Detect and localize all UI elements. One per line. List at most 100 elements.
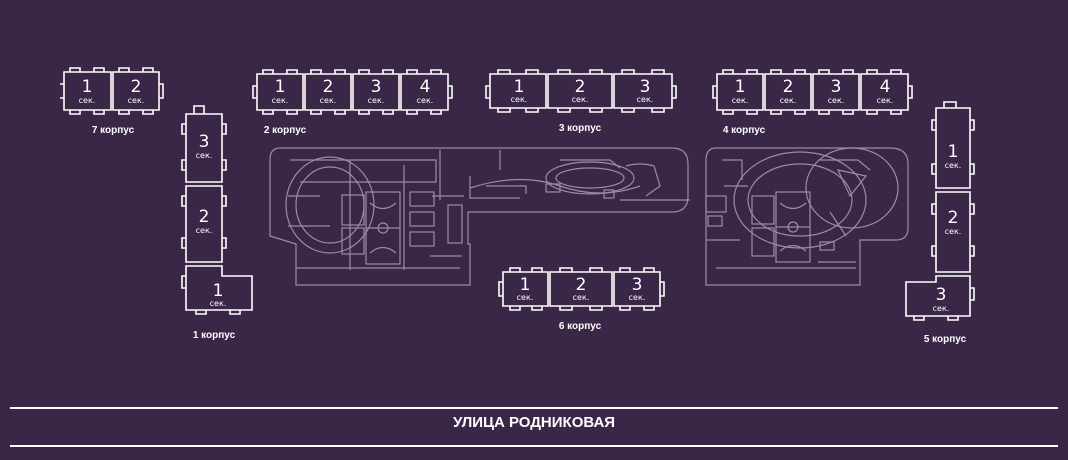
section-label: сек.	[572, 95, 589, 104]
building-4-section-4[interactable]: 4 сек.	[860, 69, 913, 115]
section-label: сек.	[210, 299, 227, 308]
section-outline	[181, 265, 253, 315]
section-number: 1	[275, 77, 286, 97]
building-1-section-2[interactable]: 2 сек.	[181, 185, 227, 263]
section-outline	[400, 69, 453, 115]
section-outline	[60, 67, 112, 115]
building-3-section-3[interactable]: 3 сек.	[613, 69, 677, 113]
section-label: сек.	[417, 96, 434, 105]
section-number: 3	[936, 285, 947, 305]
street-border-bottom	[10, 445, 1058, 447]
building-7-section-1[interactable]: 1 сек.	[60, 67, 112, 115]
building-label: 1 корпус	[193, 330, 236, 341]
section-outline	[549, 267, 613, 311]
section-label: сек.	[511, 95, 528, 104]
section-label: сек.	[196, 151, 213, 160]
building-2[interactable]: 1 сек. 2 сек. 3 сек. 4 сек. 2 корпус	[252, 69, 453, 136]
building-6-section-3[interactable]: 3 сек.	[613, 267, 665, 311]
building-3-section-1[interactable]: 1 сек.	[485, 69, 547, 113]
section-outline	[905, 275, 975, 321]
building-4-section-1[interactable]: 1 сек.	[712, 69, 764, 115]
section-outline	[498, 267, 549, 311]
section-number: 2	[575, 77, 586, 97]
section-number: 3	[632, 275, 643, 295]
street-border-top	[10, 407, 1058, 409]
section-outline	[485, 69, 547, 113]
section-number: 3	[831, 77, 842, 97]
section-outline	[252, 69, 304, 115]
building-2-section-2[interactable]: 2 сек.	[304, 69, 352, 115]
building-label: 7 корпус	[92, 125, 135, 136]
building-1-section-3[interactable]: 3 сек.	[181, 105, 227, 183]
section-outline	[181, 105, 227, 183]
building-label: 4 корпус	[723, 125, 766, 136]
section-number: 2	[131, 77, 142, 97]
building-7-section-2[interactable]: 2 сек.	[112, 67, 164, 115]
section-outline	[613, 69, 677, 113]
section-label: сек.	[196, 226, 213, 235]
section-label: сек.	[517, 293, 534, 302]
section-label: сек.	[828, 96, 845, 105]
building-7[interactable]: 1 сек. 2 сек. 7 корпус	[60, 67, 164, 136]
section-label: сек.	[780, 96, 797, 105]
section-number: 1	[948, 142, 959, 162]
building-2-section-4[interactable]: 4 сек.	[400, 69, 453, 115]
site-plan-map: 1 сек. 2 сек. 7 корпус 3 сек. 2 сек. 1 с…	[60, 67, 975, 345]
building-label: 6 корпус	[559, 321, 602, 332]
building-5[interactable]: 1 сек. 2 сек. 3 сек. 5 корпус	[905, 101, 975, 345]
building-6[interactable]: 1 сек. 2 сек. 3 сек. 6 корпус	[498, 267, 665, 332]
section-outline	[547, 69, 613, 113]
building-4-section-2[interactable]: 2 сек.	[764, 69, 812, 115]
section-outline	[764, 69, 812, 115]
building-label: 2 корпус	[264, 125, 307, 136]
section-label: сек.	[945, 227, 962, 236]
building-4-section-3[interactable]: 3 сек.	[812, 69, 860, 115]
section-number: 4	[880, 77, 891, 97]
building-3-section-2[interactable]: 2 сек.	[547, 69, 613, 113]
section-label: сек.	[320, 96, 337, 105]
section-number: 1	[520, 275, 531, 295]
building-1[interactable]: 3 сек. 2 сек. 1 сек. 1 корпус	[181, 105, 253, 341]
section-number: 3	[640, 77, 651, 97]
building-5-section-1[interactable]: 1 сек.	[931, 101, 975, 189]
section-outline	[931, 191, 975, 273]
building-1-section-1[interactable]: 1 сек.	[181, 265, 253, 315]
section-label: сек.	[573, 293, 590, 302]
section-outline	[931, 101, 975, 189]
section-number: 2	[576, 275, 587, 295]
building-2-section-3[interactable]: 3 сек.	[352, 69, 400, 115]
building-6-section-1[interactable]: 1 сек.	[498, 267, 549, 311]
section-outline	[613, 267, 665, 311]
section-number: 2	[323, 77, 334, 97]
building-5-section-2[interactable]: 2 сек.	[931, 191, 975, 273]
section-outline	[860, 69, 913, 115]
section-label: сек.	[368, 96, 385, 105]
section-number: 2	[199, 207, 210, 227]
section-outline	[181, 185, 227, 263]
section-number: 2	[783, 77, 794, 97]
building-4[interactable]: 1 сек. 2 сек. 3 сек. 4 сек. 4 корпус	[712, 69, 913, 136]
section-label: сек.	[79, 96, 96, 105]
section-number: 1	[213, 281, 224, 301]
section-outline	[304, 69, 352, 115]
building-3[interactable]: 1 сек. 2 сек. 3 сек. 3 корпус	[485, 69, 677, 134]
section-number: 3	[371, 77, 382, 97]
section-number: 2	[948, 208, 959, 228]
street-name: УЛИЦА РОДНИКОВАЯ	[452, 414, 616, 431]
section-number: 1	[735, 77, 746, 97]
section-label: сек.	[128, 96, 145, 105]
section-number: 4	[420, 77, 431, 97]
section-label: сек.	[732, 96, 749, 105]
section-label: сек.	[933, 304, 950, 313]
section-number: 3	[199, 132, 210, 152]
building-2-section-1[interactable]: 1 сек.	[252, 69, 304, 115]
section-outline	[812, 69, 860, 115]
section-outline	[112, 67, 164, 115]
section-label: сек.	[629, 293, 646, 302]
building-5-section-3[interactable]: 3 сек.	[905, 275, 975, 321]
section-label: сек.	[272, 96, 289, 105]
building-label: 5 корпус	[924, 334, 967, 345]
building-6-section-2[interactable]: 2 сек.	[549, 267, 613, 311]
section-label: сек.	[637, 95, 654, 104]
section-label: сек.	[877, 96, 894, 105]
